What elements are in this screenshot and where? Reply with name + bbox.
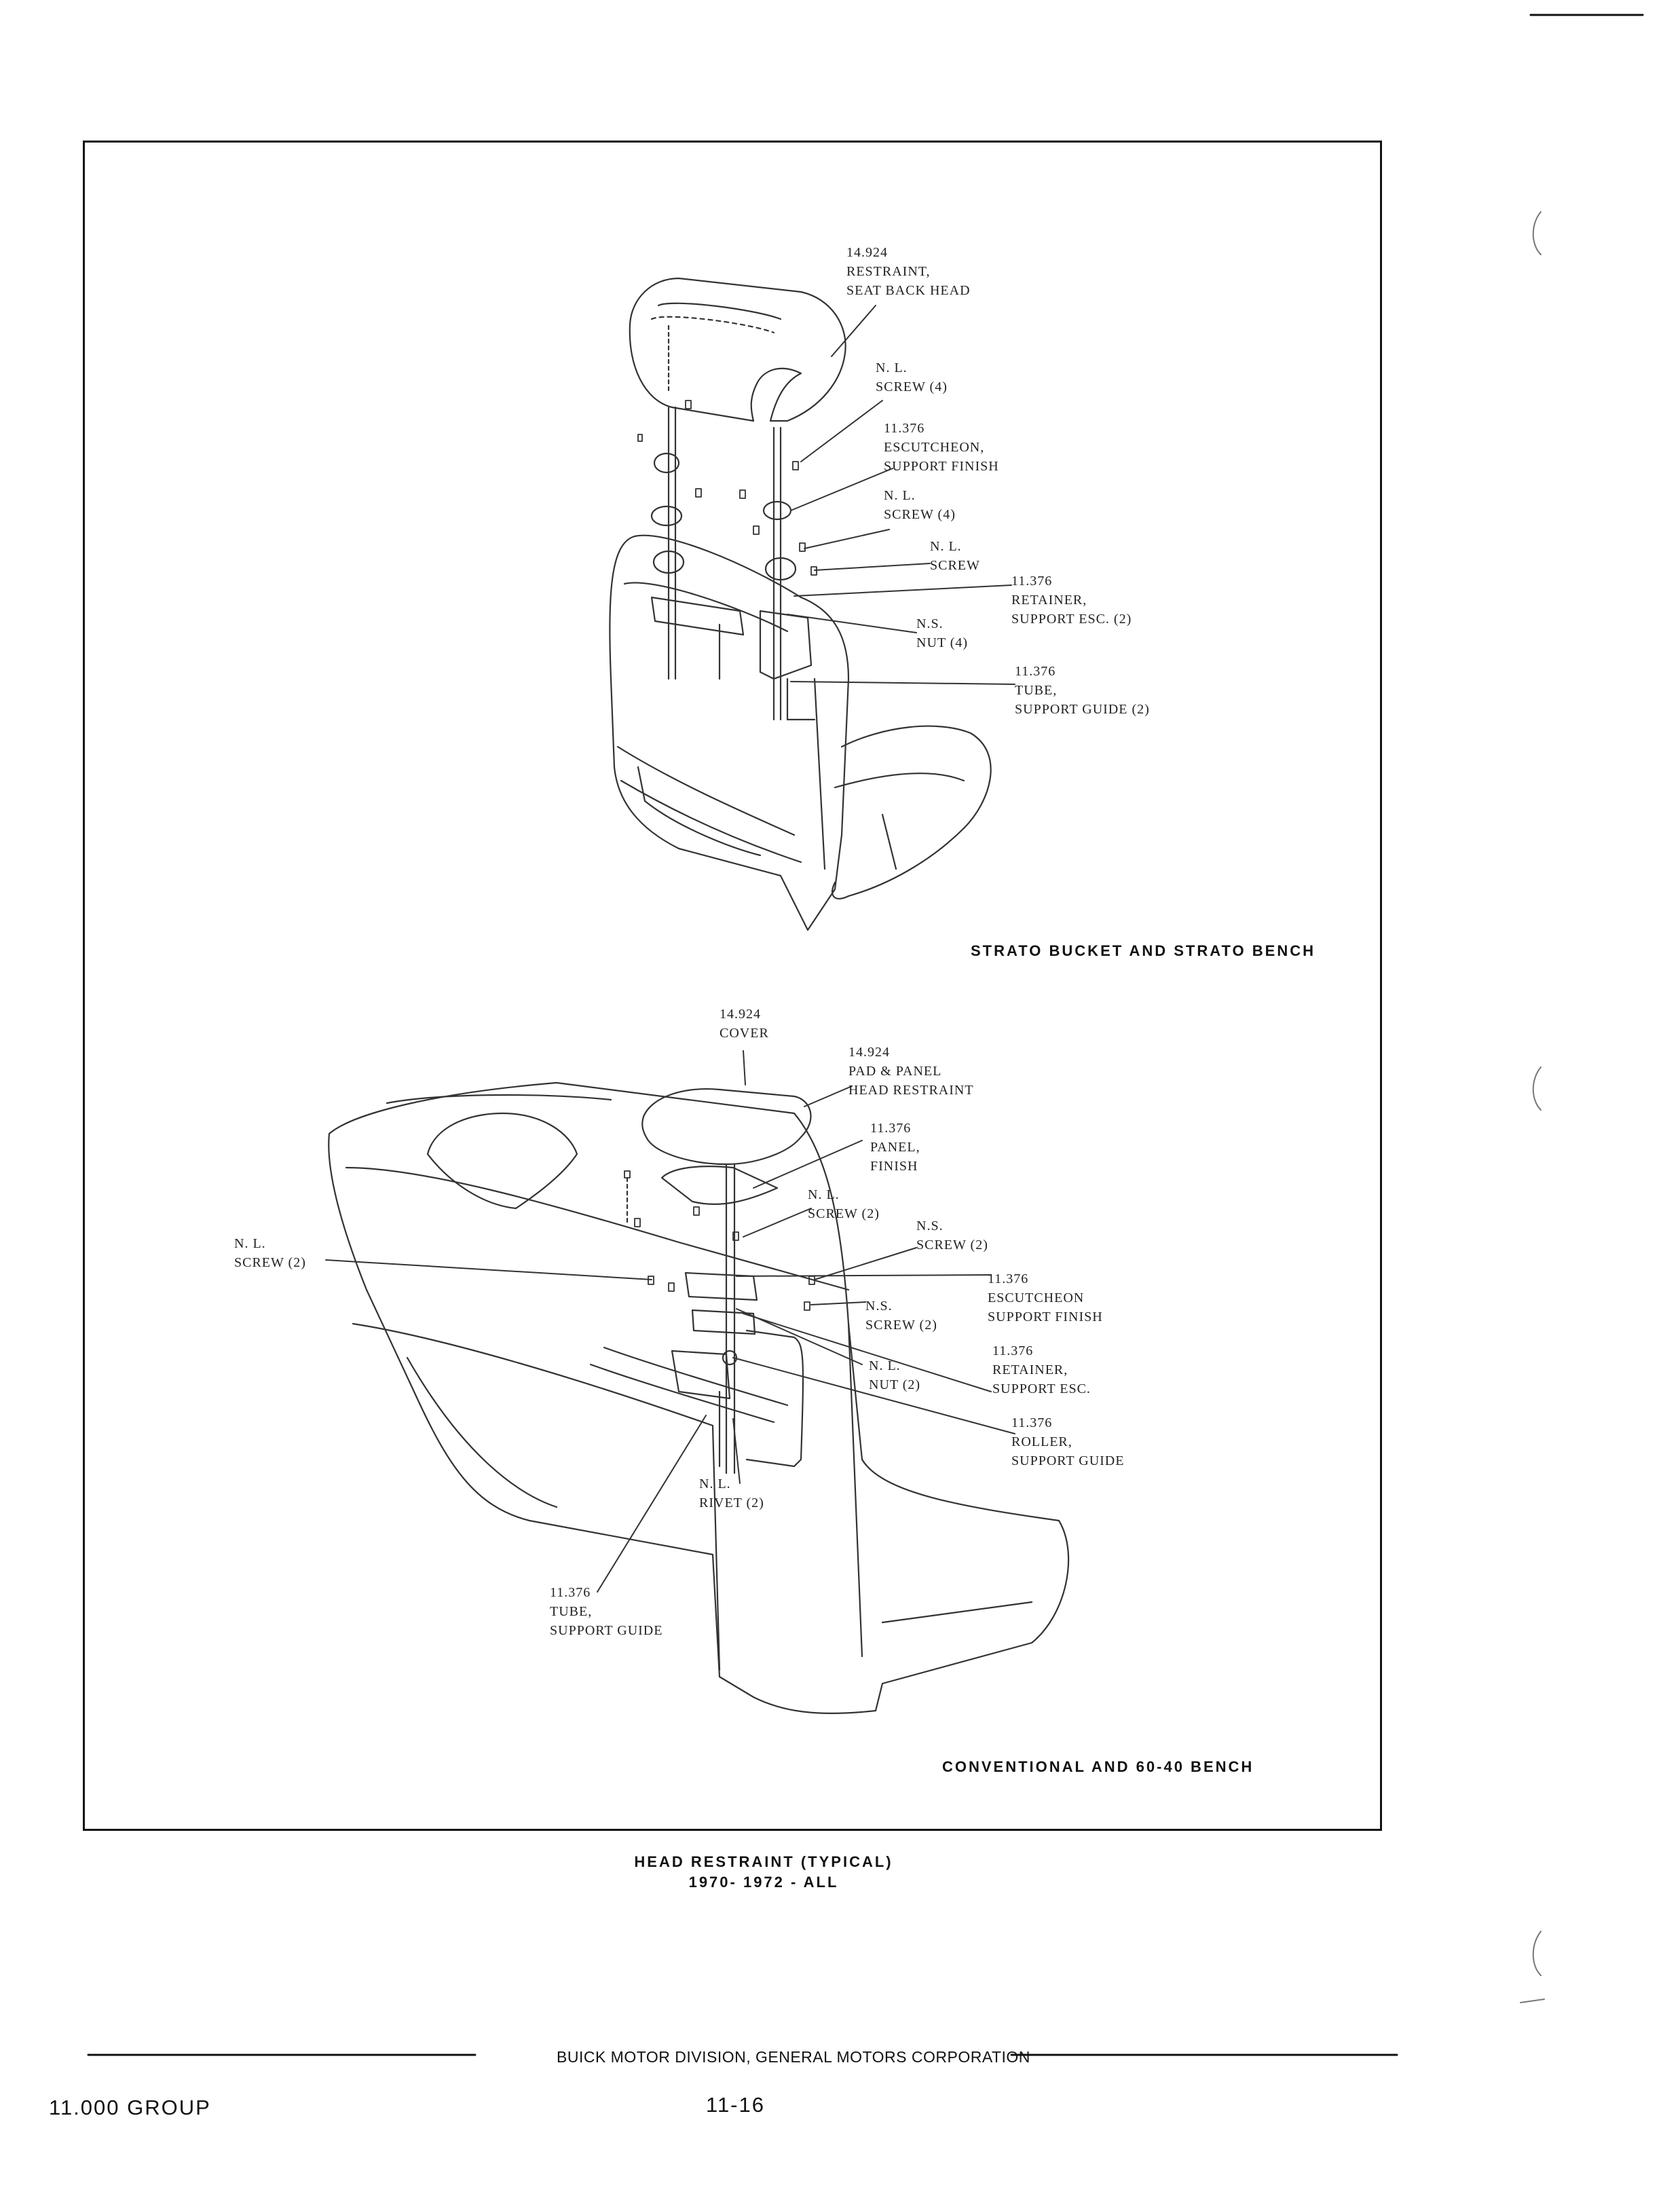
top-leader-lines — [787, 305, 1015, 685]
bucket-seat-drawing — [609, 277, 992, 931]
callout-ns-screw-2a: N.S. SCREW (2) — [916, 1219, 988, 1252]
callout-restraint: 14.924 RESTRAINT, SEAT BACK HEAD — [846, 245, 971, 298]
callout-nl-screw: N. L. SCREW — [930, 539, 980, 573]
callout-nl-screw-left: N. L. SCREW (2) — [234, 1236, 306, 1270]
bottom-leader-lines — [325, 1050, 1015, 1593]
figure-caption-title: HEAD RESTRAINT (TYPICAL) — [634, 1853, 893, 1870]
page-number: 11-16 — [706, 2093, 765, 2117]
footer-corporation: BUICK MOTOR DIVISION, GENERAL MOTORS COR… — [557, 2048, 1030, 2066]
callout-rivet: N. L. RIVET (2) — [699, 1476, 764, 1510]
callout-tube: 11.376 TUBE, SUPPORT GUIDE (2) — [1015, 664, 1150, 717]
callout-nl-screw-4a: N. L. SCREW (4) — [876, 360, 948, 394]
callout-ns-screw-2b: N.S. SCREW (2) — [865, 1299, 937, 1333]
callout-escutcheon: 11.376 ESCUTCHEON, SUPPORT FINISH — [884, 421, 999, 474]
callout-roller: 11.376 ROLLER, SUPPORT GUIDE — [1011, 1415, 1125, 1468]
callout-ns-nut: N.S. NUT (4) — [916, 616, 969, 650]
callout-nl-screw-4b: N. L. SCREW (4) — [884, 488, 956, 522]
callout-tube-bench: 11.376 TUBE, SUPPORT GUIDE — [550, 1585, 663, 1638]
callout-cover: 14.924 COVER — [720, 1007, 769, 1041]
callout-retainer-bench: 11.376 RETAINER, SUPPORT ESC. — [992, 1343, 1091, 1396]
figure-frame — [83, 141, 1382, 1831]
callout-nl-screw-2a: N. L. SCREW (2) — [808, 1187, 880, 1221]
bench-seat-drawing — [328, 1081, 1070, 1715]
callout-pad-panel: 14.924 PAD & PANEL HEAD RESTRAINT — [848, 1045, 974, 1098]
top-view-title: STRATO BUCKET AND STRATO BENCH — [971, 942, 1315, 959]
callout-nl-nut: N. L. NUT (2) — [869, 1358, 921, 1392]
callout-escutcheon-bench: 11.376 ESCUTCHEON SUPPORT FINISH — [988, 1271, 1103, 1324]
bottom-view-title: CONVENTIONAL AND 60-40 BENCH — [942, 1758, 1254, 1775]
callout-panel-finish: 11.376 PANEL, FINISH — [870, 1121, 920, 1174]
footer-group: 11.000 GROUP — [49, 2096, 211, 2119]
callout-retainer: 11.376 RETAINER, SUPPORT ESC. (2) — [1011, 574, 1132, 627]
figure-caption-years: 1970- 1972 - ALL — [688, 1874, 839, 1891]
